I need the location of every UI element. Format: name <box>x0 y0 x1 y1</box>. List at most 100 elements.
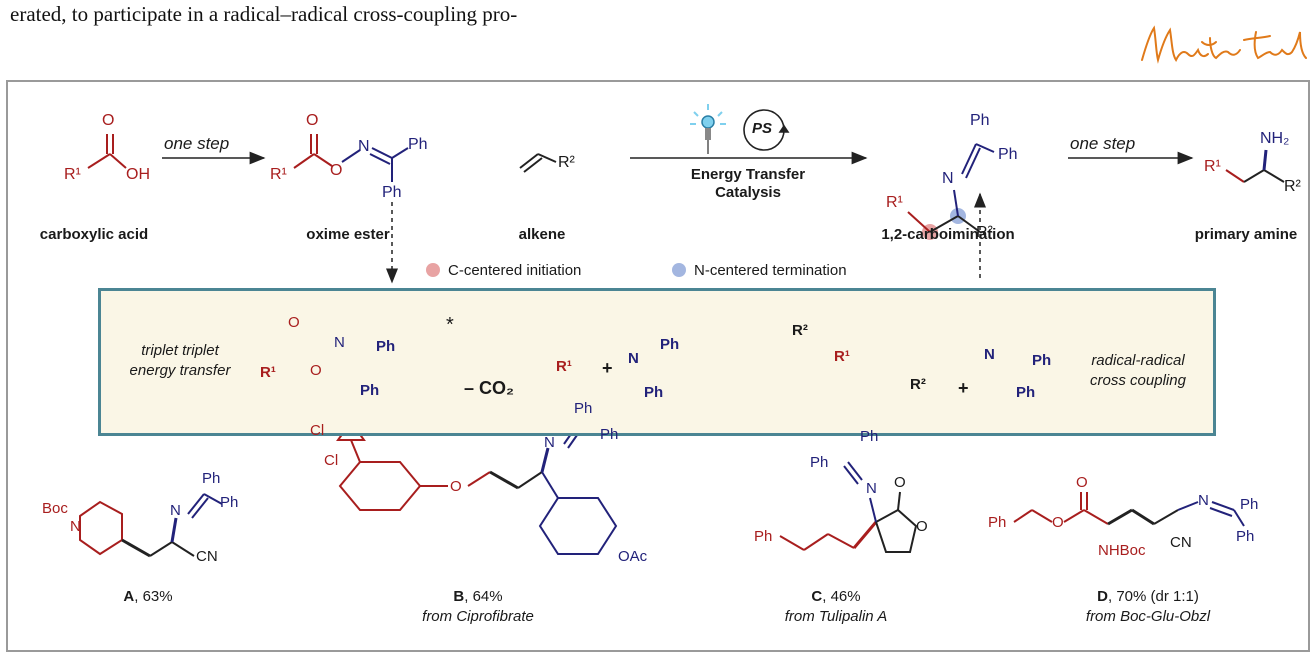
alkene-structure <box>519 153 557 173</box>
atom-label-r1-product: R¹ <box>886 194 903 211</box>
example-b-structure <box>336 420 618 555</box>
example-c-caption: C, 46% <box>811 588 860 605</box>
atom-label-cn-d: CN <box>1170 534 1192 551</box>
atom-label-n-radical-1: N <box>628 350 639 367</box>
atom-label-o-ester: O <box>330 162 343 179</box>
atom-label-r1-ester: R¹ <box>270 166 287 183</box>
atom-label-o-b: O <box>450 478 462 495</box>
example-d-structure <box>1013 492 1245 527</box>
atom-label-ph-product-2: Ph <box>998 146 1018 163</box>
atom-label-n-b: N <box>544 434 555 451</box>
example-b-yield: , 64% <box>464 588 503 605</box>
atom-label-ph-radical-1: Ph <box>660 336 680 353</box>
atom-label-ph-a2: Ph <box>220 494 239 511</box>
atom-label-ph-c3: Ph <box>754 528 773 545</box>
atom-label-r2-amine: R² <box>1284 178 1301 195</box>
atom-label-ph-d1: Ph <box>988 514 1007 531</box>
atom-label-o-mech: O <box>288 314 300 331</box>
example-d-source: from Boc-Glu-Obzl <box>1085 608 1211 625</box>
legend-n-text: N-centered termination <box>694 262 847 279</box>
conditions-line-1: Energy Transfer <box>690 166 806 183</box>
label-alkene: alkene <box>518 226 566 243</box>
atom-label-r2-mech-alkene: R² <box>792 322 808 339</box>
step-label-one-step-2: one step <box>1070 134 1136 153</box>
atom-label-r1-mech-1: R¹ <box>260 364 276 381</box>
atom-label-ph-b2: Ph <box>600 426 619 443</box>
legend-c-text: C-centered initiation <box>448 262 582 279</box>
atom-label-r2-product: R² <box>976 224 993 241</box>
atom-label-n-a: N <box>70 518 81 535</box>
atom-label-r2-mech-2: R² <box>910 376 926 393</box>
atom-label-ph-d2: Ph <box>1240 496 1259 513</box>
label-primary-amine: primary amine <box>1194 226 1298 243</box>
atom-label-o-d2: O <box>1076 474 1088 491</box>
handwritten-signature <box>1141 25 1307 64</box>
minus-co2-label: – CO₂ <box>464 378 515 398</box>
reaction-scheme-figure: O R¹ OH one step O R¹ O N Ph Ph R² PS En… <box>6 80 1310 652</box>
example-c-structure <box>779 461 918 553</box>
atom-label-ph-a1: Ph <box>202 470 221 487</box>
atom-label-ph-mech-1: Ph <box>376 338 396 355</box>
atom-label-ph-mech-2: Ph <box>360 382 380 399</box>
body-text-line: erated, to participate in a radical–radi… <box>10 2 518 26</box>
atom-label-cl-2: Cl <box>324 452 339 469</box>
atom-label-n-a2: N <box>170 502 181 519</box>
photosensitizer-cycle-icon <box>743 109 790 151</box>
example-a-caption: A, 63% <box>123 588 172 605</box>
atom-label-r1-mech-2: R¹ <box>834 348 850 365</box>
legend-dot-c-icon <box>426 263 440 277</box>
atom-label-o-d1: O <box>1052 514 1064 531</box>
atom-label-r1-amine: R¹ <box>1204 158 1221 175</box>
atom-label-ph-radical-2: Ph <box>644 384 664 401</box>
atom-label-o-acid: O <box>102 112 115 129</box>
mechanism-left-label-1: triplet triplet <box>141 342 219 359</box>
atom-label-nh2: NH₂ <box>1260 130 1290 147</box>
example-b-letter: B <box>453 588 465 605</box>
atom-label-n-ester: N <box>358 138 370 155</box>
mechanism-right-label-2: cross coupling <box>1090 372 1186 389</box>
atom-label-ph-c1: Ph <box>860 428 879 445</box>
plus-sign-1: + <box>602 358 613 378</box>
atom-label-n-radical-2: N <box>984 346 995 363</box>
atom-label-oh: OH <box>126 166 150 183</box>
plus-sign-2: + <box>958 378 969 398</box>
label-carboimination: 1,2-carboimination <box>881 226 1015 243</box>
atom-label-n-d: N <box>1198 492 1209 509</box>
atom-label-o-c2: O <box>916 518 928 535</box>
example-d-letter: D <box>1097 588 1108 605</box>
label-oxime-ester: oxime ester <box>306 226 390 243</box>
example-b-caption: B, 64% <box>453 588 502 605</box>
atom-label-n-c: N <box>866 480 877 497</box>
atom-label-n-mech-1: N <box>334 334 345 351</box>
light-bulb-icon <box>690 104 726 154</box>
atom-label-ph-d3: Ph <box>1236 528 1255 545</box>
atom-label-ph-b1: Ph <box>574 400 593 417</box>
example-c-source: from Tulipalin A <box>784 608 888 625</box>
example-a-letter: A <box>123 588 135 605</box>
mechanism-right-label-1: radical-radical <box>1091 352 1185 369</box>
atom-label-o-c1: O <box>894 474 906 491</box>
atom-label-ph-radical-4: Ph <box>1016 384 1036 401</box>
atom-label-r1-radical: R¹ <box>556 358 572 375</box>
atom-label-o-mech-2: O <box>310 362 322 379</box>
atom-label-star: * <box>446 314 454 336</box>
atom-label-ph-radical-3: Ph <box>1032 352 1052 369</box>
atom-label-ph-ester-1: Ph <box>408 136 428 153</box>
atom-label-ph-ester-2: Ph <box>382 184 402 201</box>
example-a-yield: , 63% <box>134 588 173 605</box>
example-c-letter: C <box>811 588 823 605</box>
example-b-source: from Ciprofibrate <box>422 608 534 625</box>
mechanism-box <box>98 288 1216 436</box>
atom-label-n-product: N <box>942 170 954 187</box>
legend-n-centered: N-centered termination <box>672 262 847 279</box>
legend-c-centered: C-centered initiation <box>426 262 581 279</box>
atom-label-ph-c2: Ph <box>810 454 829 471</box>
oxime-ester-structure <box>293 134 409 182</box>
example-d-yield: , 70% (dr 1:1) <box>1107 588 1199 605</box>
example-d-caption: D, 70% (dr 1:1) <box>1097 588 1199 605</box>
atom-label-r1-acid: R¹ <box>64 166 81 183</box>
atom-label-cl-1: Cl <box>310 422 325 439</box>
atom-label-ph-product-1: Ph <box>970 112 990 129</box>
atom-label-oac: OAc <box>618 548 648 565</box>
example-a-structure <box>79 493 223 558</box>
